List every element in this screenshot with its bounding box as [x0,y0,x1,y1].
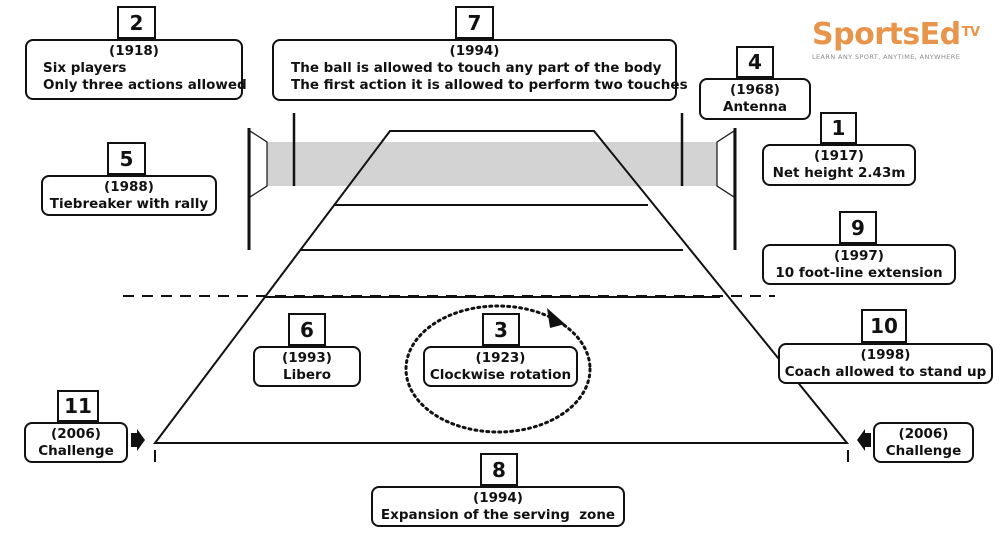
year: (1994) [473,490,523,506]
net [267,142,717,186]
year: (1994) [449,43,500,59]
logo-superscript: TV [961,25,980,40]
year: (1918) [109,43,159,59]
label-line: Only three actions allowed [43,77,247,93]
number-badge-6: 6 [288,313,326,346]
rotation-arrowhead [547,308,565,328]
label-text: Net height 2.43m [772,165,906,181]
label-1988-tiebreaker: (1988) Tiebreaker with rally [41,175,217,216]
year: (1923) [475,350,526,366]
label-text: Libero [283,367,331,383]
label-text: Challenge [38,443,114,459]
label-1918-six-players: (1918) Six players Only three actions al… [25,39,247,100]
year: (2006) [898,426,949,442]
label-text: Coach allowed to stand up [784,364,987,380]
year: (2006) [51,426,101,442]
label-line: The first action it is allowed to perfor… [291,77,688,93]
label-2006-challenge-left: (2006) Challenge [24,422,128,463]
year: (1998) [860,347,911,363]
label-2006-challenge-right: (2006) Challenge [873,422,974,463]
net-left-end [249,129,268,199]
court-outline [152,130,850,444]
label-1998-coach: (1998) Coach allowed to stand up [778,343,993,384]
label-text: Antenna [723,99,787,115]
net-right-end [716,129,735,199]
number-badge-7: 7 [455,6,494,39]
label-1997-10-foot-line: (1997) 10 foot-line extension [762,244,956,285]
label-text: Expansion of the serving zone [380,507,616,523]
number-badge-1: 1 [820,112,857,144]
label-1994-serving-zone: (1994) Expansion of the serving zone [371,486,625,527]
number-badge-11: 11 [57,390,99,422]
label-text: Challenge [885,443,962,459]
rotation-circle [404,304,592,434]
logo-tagline: LEARN ANY SPORT, ANYTIME, ANYWHERE [812,53,961,61]
year: (1968) [730,82,780,98]
number-badge-4: 4 [736,46,774,78]
label-text: 10 foot-line extension [775,265,943,281]
sportsed-logo: SportsEdTV LEARN ANY SPORT, ANYTIME, ANY… [812,18,982,66]
number-badge-2: 2 [117,6,156,39]
number-badge-3: 3 [482,313,520,346]
year: (1917) [814,148,864,164]
number-badge-5: 5 [107,142,146,175]
challenge-arrow-left [131,429,145,451]
challenge-arrow-right [857,429,871,451]
label-line: The ball is allowed to touch any part of… [291,60,662,76]
label-text: Clockwise rotation [429,367,572,383]
year: (1997) [834,248,884,264]
label-1968-antenna: (1968) Antenna [699,78,811,120]
label-1923-rotation: (1923) Clockwise rotation [423,346,578,387]
year: (1993) [282,350,332,366]
label-1993-libero: (1993) Libero [253,346,361,387]
logo-brand: SportsEd [812,17,961,52]
label-line: Six players [43,60,127,76]
number-badge-9: 9 [839,211,877,244]
label-text: Tiebreaker with rally [49,196,209,212]
label-1994-ball-touch: (1994) The ball is allowed to touch any … [272,39,688,101]
number-badge-8: 8 [480,453,518,486]
number-badge-10: 10 [861,309,907,343]
label-1917-net-height: (1917) Net height 2.43m [762,144,916,186]
year: (1988) [104,179,154,195]
